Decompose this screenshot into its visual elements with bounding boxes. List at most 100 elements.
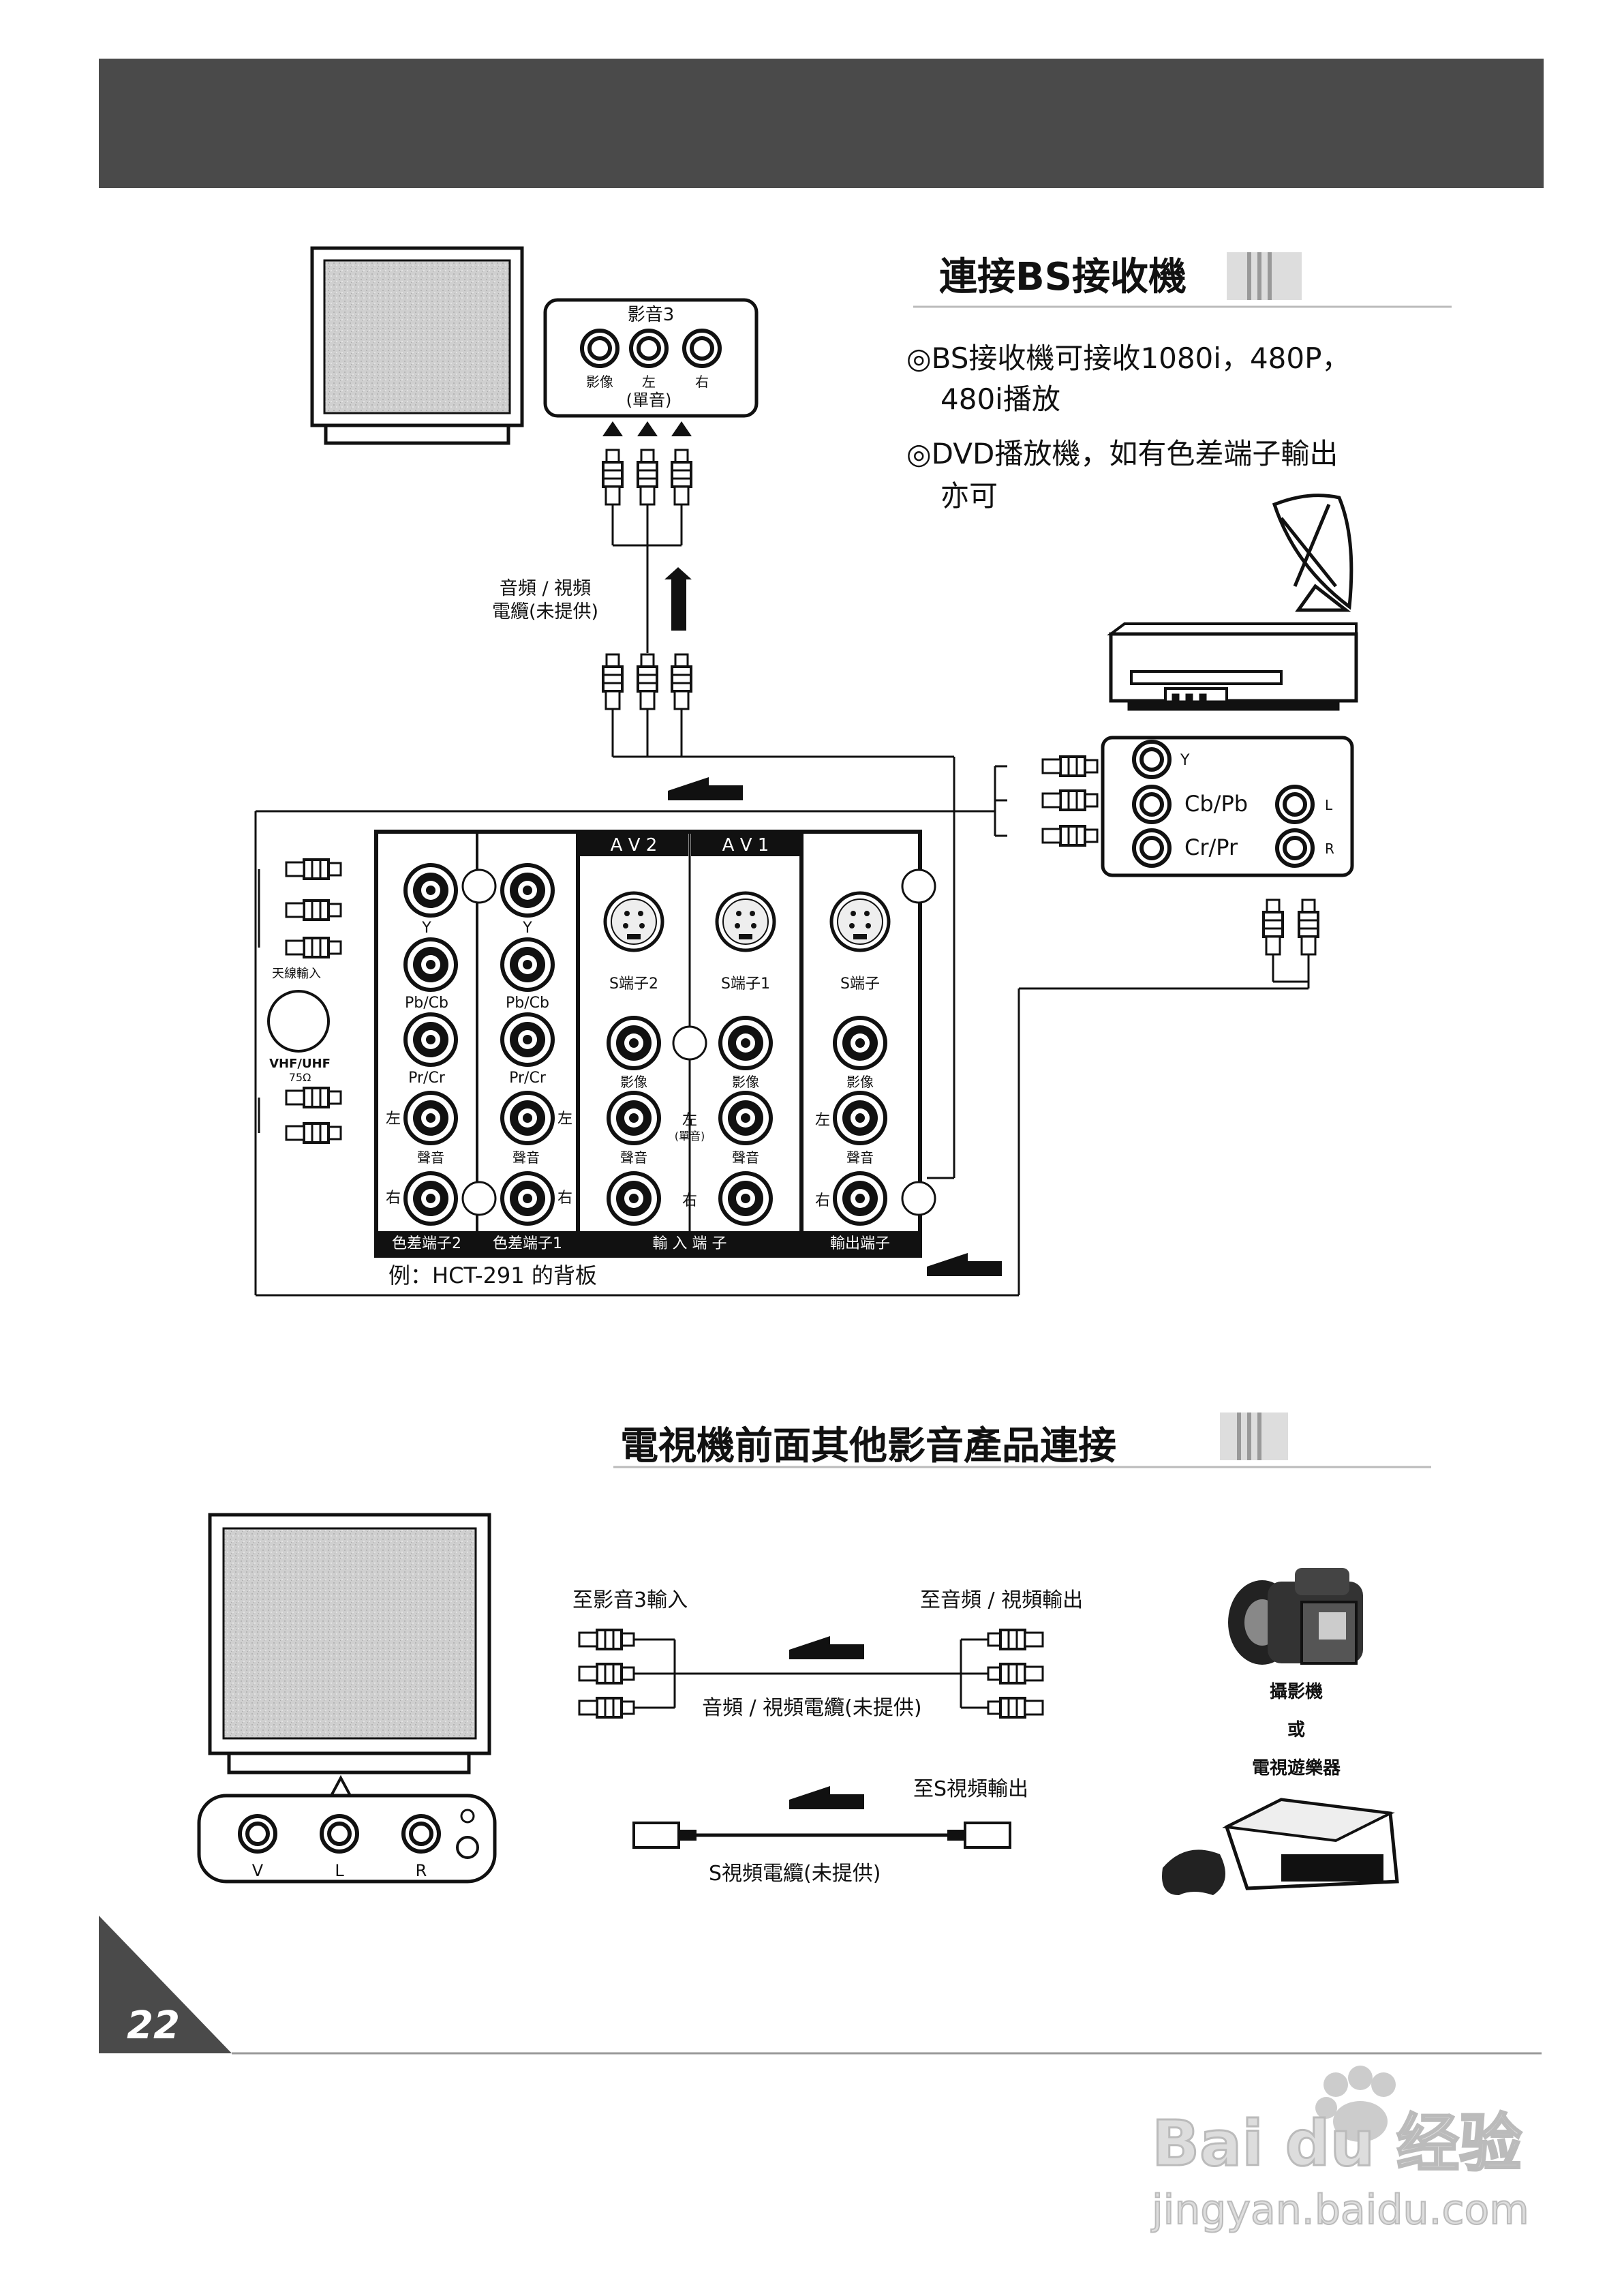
left-audio-plugs [258,1087,342,1144]
av-cable-wires [611,504,683,653]
component-cable-wires [254,765,1309,1297]
back-panel-caption: 例：HCT-291 的背板 [388,1263,597,1288]
svg-text:右: 右 [557,1190,572,1207]
av3-video-jack [582,331,617,366]
antenna-label: 天線輸入 [272,967,321,981]
baidu-watermark: Bai du 经验 jingyan.baidu.com [1150,2066,1530,2235]
to-av-out-label: 至音頻 / 視頻輸出 [920,1588,1083,1612]
component1-footer: 色差端子1 [493,1235,562,1252]
watermark-brand: Bai du 经验 [1152,2107,1522,2180]
antenna-jack [267,990,330,1053]
av-cable-label: 音頻 / 視頻電纜(未提供) [702,1696,922,1720]
note-line-1: ◎BS接收機可接收1080i，480P， [906,342,1350,375]
svg-text:電纜(未提供): 電纜(未提供) [492,601,598,622]
svg-text:Y: Y [421,920,431,937]
svg-text:S端子2: S端子2 [609,976,658,993]
input-footer: 輸 入 端 子 [653,1235,727,1252]
watermark-url: jingyan.baidu.com [1150,2186,1529,2234]
svg-text:S端子: S端子 [840,976,880,993]
svg-text:聲音: 聲音 [732,1149,759,1166]
svg-text:聲音: 聲音 [620,1149,647,1166]
svg-text:S端子1: S端子1 [721,976,770,993]
svg-text:Pr/Cr: Pr/Cr [509,1070,547,1087]
note-line-3: ◎DVD播放機，如有色差端子輸出 [906,437,1338,470]
front-r-label: R [416,1861,427,1880]
svg-text:聲音: 聲音 [846,1149,874,1166]
left-arrow-3 [789,1636,864,1659]
section1-notes: ◎BS接收機可接收1080i，480P， 480i播放 ◎DVD播放機，如有色差… [906,342,1350,513]
av3-right-jack [684,331,720,366]
svg-text:Pb/Cb: Pb/Cb [405,995,448,1012]
bs-y-label: Y [1180,752,1190,769]
av2-header: A V 2 [611,835,658,856]
header-band [99,59,1544,188]
left-arrow-1 [668,777,743,800]
front-l-label: L [335,1861,344,1880]
svg-text:影像: 影像 [732,1074,759,1090]
svg-text:聲音: 聲音 [417,1149,444,1166]
bs-cr-jack [1134,830,1169,866]
svg-text:左: 左 [682,1112,697,1129]
svg-text:Y: Y [522,920,532,937]
svg-text:右: 右 [386,1190,401,1207]
game-label: 電視遊樂器 [1252,1757,1341,1779]
or-label: 或 [1287,1720,1305,1740]
av3-panel: 影音3 影像 左 右 (單音) [543,298,759,418]
camcorder-icon [1228,1568,1363,1665]
svg-text:右: 右 [682,1192,697,1209]
page-number: 22 [127,2004,180,2048]
note-line-2: 480i播放 [940,382,1060,416]
av3-left-jack [631,331,667,366]
hct-back-panel: A V 2 A V 1 Y Pb/Cb Pr/Cr 聲音 左 右 Y Pb/Cb… [374,830,936,1258]
big-up-arrow [664,567,692,631]
svg-text:左: 左 [386,1111,401,1128]
to-av3-label: 至影音3輸入 [572,1588,688,1612]
av3-left-label: 左 [642,374,656,390]
front-jack-panel: V L R [197,1794,497,1884]
bs-audio-plugs [1262,898,1319,956]
section2-title: 電視機前面其他影音產品連接 [620,1424,1116,1468]
left-arrow-2 [927,1253,1002,1276]
left-component-plugs [258,858,342,958]
svg-text:(單音): (單音) [675,1130,705,1143]
svg-text:左: 左 [557,1111,572,1128]
svg-text:左: 左 [815,1112,830,1129]
svg-text:Pr/Cr: Pr/Cr [408,1070,446,1087]
left-arrow-4 [789,1786,864,1809]
bs-l-jack [1277,787,1313,822]
section1-title-deco [913,252,1452,308]
vhf-ohm-label: 75Ω [289,1071,311,1084]
output-footer: 輸出端子 [830,1235,890,1252]
page-number-corner: 22 [99,1916,232,2053]
bs-cr-label: Cr/Pr [1184,834,1238,860]
section2-title-deco [613,1413,1431,1468]
av3-mono-label: (單音) [626,391,672,410]
svg-text:影像: 影像 [620,1074,647,1090]
av1-header: A V 1 [722,835,769,856]
bs-cb-label: Cb/Pb [1184,791,1248,817]
lower-cable-wires [611,709,955,1179]
tv-illustration-top [310,246,524,445]
front-v-label: V [252,1861,264,1880]
bs-y-jack [1134,742,1169,777]
bs-output-panel: Y Cb/Pb Cr/Pr L R [1101,736,1354,877]
svg-text:音頻 / 視頻: 音頻 / 視頻 [500,578,591,599]
av3-right-label: 右 [695,374,709,390]
lower-rca-plugs [602,653,692,710]
av-cable-diagram [578,1629,1044,1719]
satellite-dish-icon [1272,494,1353,612]
svg-text:聲音: 聲音 [512,1149,540,1166]
section1-title: 連接BS接收機 [939,255,1187,299]
bs-l-label: L [1325,797,1333,813]
game-console-icon [1162,1798,1399,1895]
component-cable-plugs [1041,755,1099,847]
to-s-out-label: 至S視頻輸出 [913,1777,1028,1801]
svg-text:右: 右 [815,1192,830,1209]
s-video-cable [632,1822,1011,1849]
bs-r-label: R [1325,841,1334,857]
svg-text:Pb/Cb: Pb/Cb [506,995,549,1012]
bs-cb-jack [1134,787,1169,822]
bs-audio-wires [1272,954,1310,988]
svg-text:影像: 影像 [846,1074,874,1090]
bs-r-jack [1277,830,1313,866]
